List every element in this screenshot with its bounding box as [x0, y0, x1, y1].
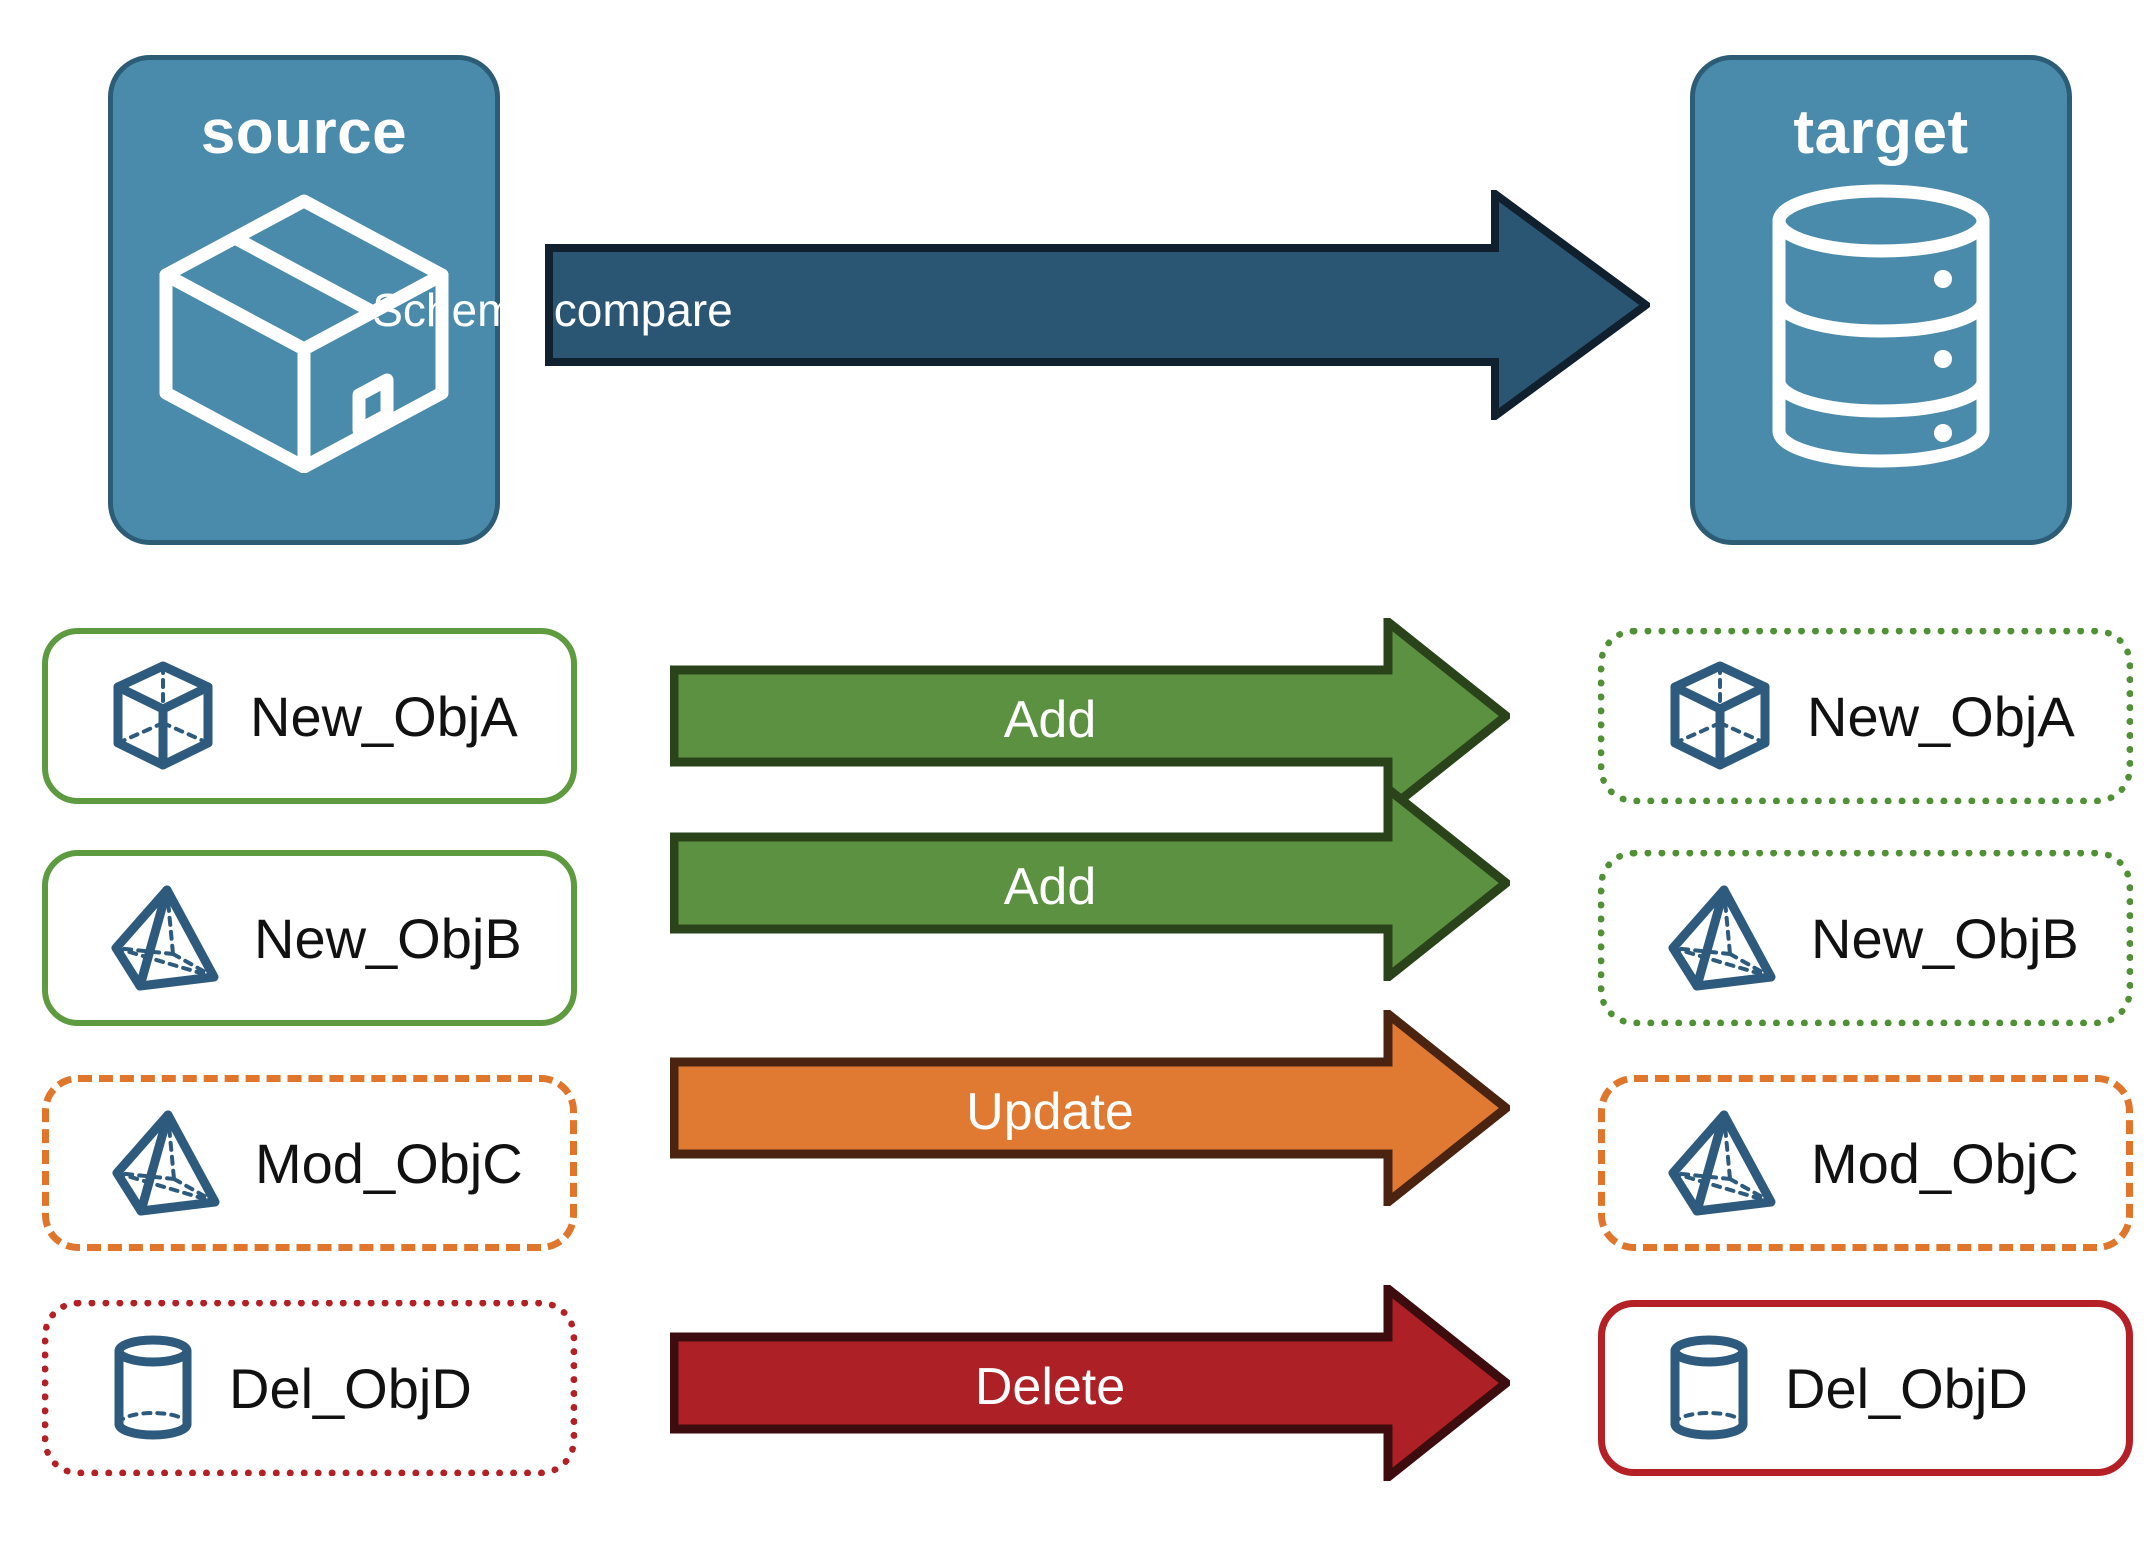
target-object-card-new-objb[interactable]: New_ObjB — [1598, 850, 2133, 1026]
cube-wireframe-icon — [1667, 661, 1773, 771]
source-object-card-mod-objc[interactable]: Mod_ObjC — [42, 1075, 577, 1251]
schema-compare-arrow[interactable] — [545, 190, 1650, 420]
update-arrow-row3[interactable] — [670, 1010, 1510, 1206]
pyramid-wireframe-icon — [111, 1109, 221, 1217]
source-panel[interactable]: source — [108, 55, 500, 545]
database-stack-icon — [1761, 183, 2001, 473]
cylinder-wireframe-icon — [1667, 1334, 1751, 1442]
object-label: New_ObjA — [1807, 684, 2075, 748]
add-arrow-row2[interactable] — [670, 785, 1510, 981]
source-object-card-new-objb[interactable]: New_ObjB — [42, 850, 577, 1026]
target-object-card-new-obja[interactable]: New_ObjA — [1598, 628, 2133, 804]
object-label: Del_ObjD — [1785, 1356, 2028, 1420]
cylinder-wireframe-icon — [111, 1334, 195, 1442]
delete-arrow-row4[interactable] — [670, 1285, 1510, 1481]
object-label: New_ObjB — [1811, 906, 2079, 970]
source-object-card-del-objd[interactable]: Del_ObjD — [42, 1300, 577, 1476]
pyramid-wireframe-icon — [1667, 1109, 1777, 1217]
pyramid-wireframe-icon — [110, 884, 220, 992]
object-label: Mod_ObjC — [255, 1131, 523, 1195]
source-panel-title: source — [200, 98, 408, 167]
object-label: New_ObjA — [250, 684, 518, 748]
object-label: New_ObjB — [254, 906, 522, 970]
cube-wireframe-icon — [110, 661, 216, 771]
object-label: Mod_ObjC — [1811, 1131, 2079, 1195]
add-arrow-row1[interactable] — [670, 618, 1510, 814]
pyramid-wireframe-icon — [1667, 884, 1777, 992]
target-object-card-del-objd[interactable]: Del_ObjD — [1598, 1300, 2133, 1476]
target-panel-title: target — [1793, 98, 1969, 167]
target-object-card-mod-objc[interactable]: Mod_ObjC — [1598, 1075, 2133, 1251]
object-label: Del_ObjD — [229, 1356, 472, 1420]
source-object-card-new-obja[interactable]: New_ObjA — [42, 628, 577, 804]
package-box-icon — [154, 183, 454, 474]
target-panel[interactable]: target — [1690, 55, 2072, 545]
